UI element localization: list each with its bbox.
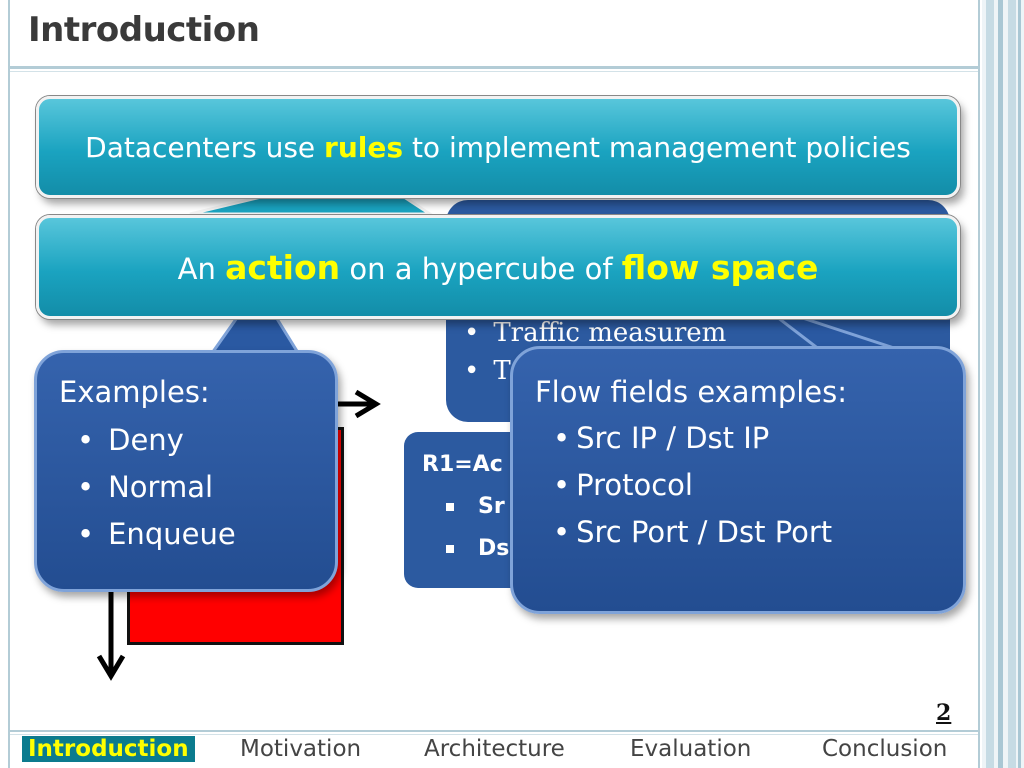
example-item: •Deny xyxy=(77,423,184,457)
nav-motivation[interactable]: Motivation xyxy=(240,736,362,762)
action-banner-middle: on a hypercube of xyxy=(340,252,622,286)
slide-title: Introduction xyxy=(28,10,260,50)
nav-evaluation[interactable]: Evaluation xyxy=(630,736,752,762)
footer-divider xyxy=(10,730,978,732)
flow-field-item: •Src Port / Dst Port xyxy=(553,515,833,549)
flow-space-highlight: flow space xyxy=(621,248,819,287)
policy-item: •Traffic measurem xyxy=(464,318,727,348)
flow-fields-callout: Flow fields examples: •Src IP / Dst IP •… xyxy=(510,346,966,614)
policy-item: •T xyxy=(464,356,511,386)
title-divider xyxy=(10,66,978,69)
rules-banner-suffix: to implement management policies xyxy=(403,131,911,164)
slide-frame xyxy=(8,0,980,768)
action-banner-prefix: An xyxy=(177,252,226,286)
page-number: 2 xyxy=(936,700,952,726)
example-item: •Normal xyxy=(77,470,214,504)
rules-highlight: rules xyxy=(324,131,404,164)
rule-title: R1=Ac xyxy=(422,452,503,477)
title-divider-thin xyxy=(10,71,978,72)
footer-divider-thin xyxy=(10,734,978,735)
decorative-stripes xyxy=(982,0,1024,768)
rule-item: Sr xyxy=(446,494,505,519)
rules-banner: Datacenters use rules to implement manag… xyxy=(36,96,960,198)
right-arrow-head xyxy=(354,389,381,419)
nav-introduction[interactable]: Introduction xyxy=(22,736,195,762)
examples-callout: Examples: •Deny •Normal •Enqueue xyxy=(34,350,338,592)
action-banner: An action on a hypercube of flow space xyxy=(36,215,960,319)
flow-fields-heading: Flow fields examples: xyxy=(535,375,848,409)
flow-field-item: •Src IP / Dst IP xyxy=(553,421,770,455)
nav-architecture[interactable]: Architecture xyxy=(424,736,565,762)
example-item: •Enqueue xyxy=(77,517,236,551)
down-arrow-head xyxy=(96,654,126,681)
rules-banner-prefix: Datacenters use xyxy=(85,131,325,164)
action-highlight: action xyxy=(225,248,341,287)
examples-heading: Examples: xyxy=(59,375,210,409)
nav-conclusion[interactable]: Conclusion xyxy=(822,736,948,762)
flow-field-item: •Protocol xyxy=(553,468,693,502)
rule-item: Ds xyxy=(446,536,509,561)
